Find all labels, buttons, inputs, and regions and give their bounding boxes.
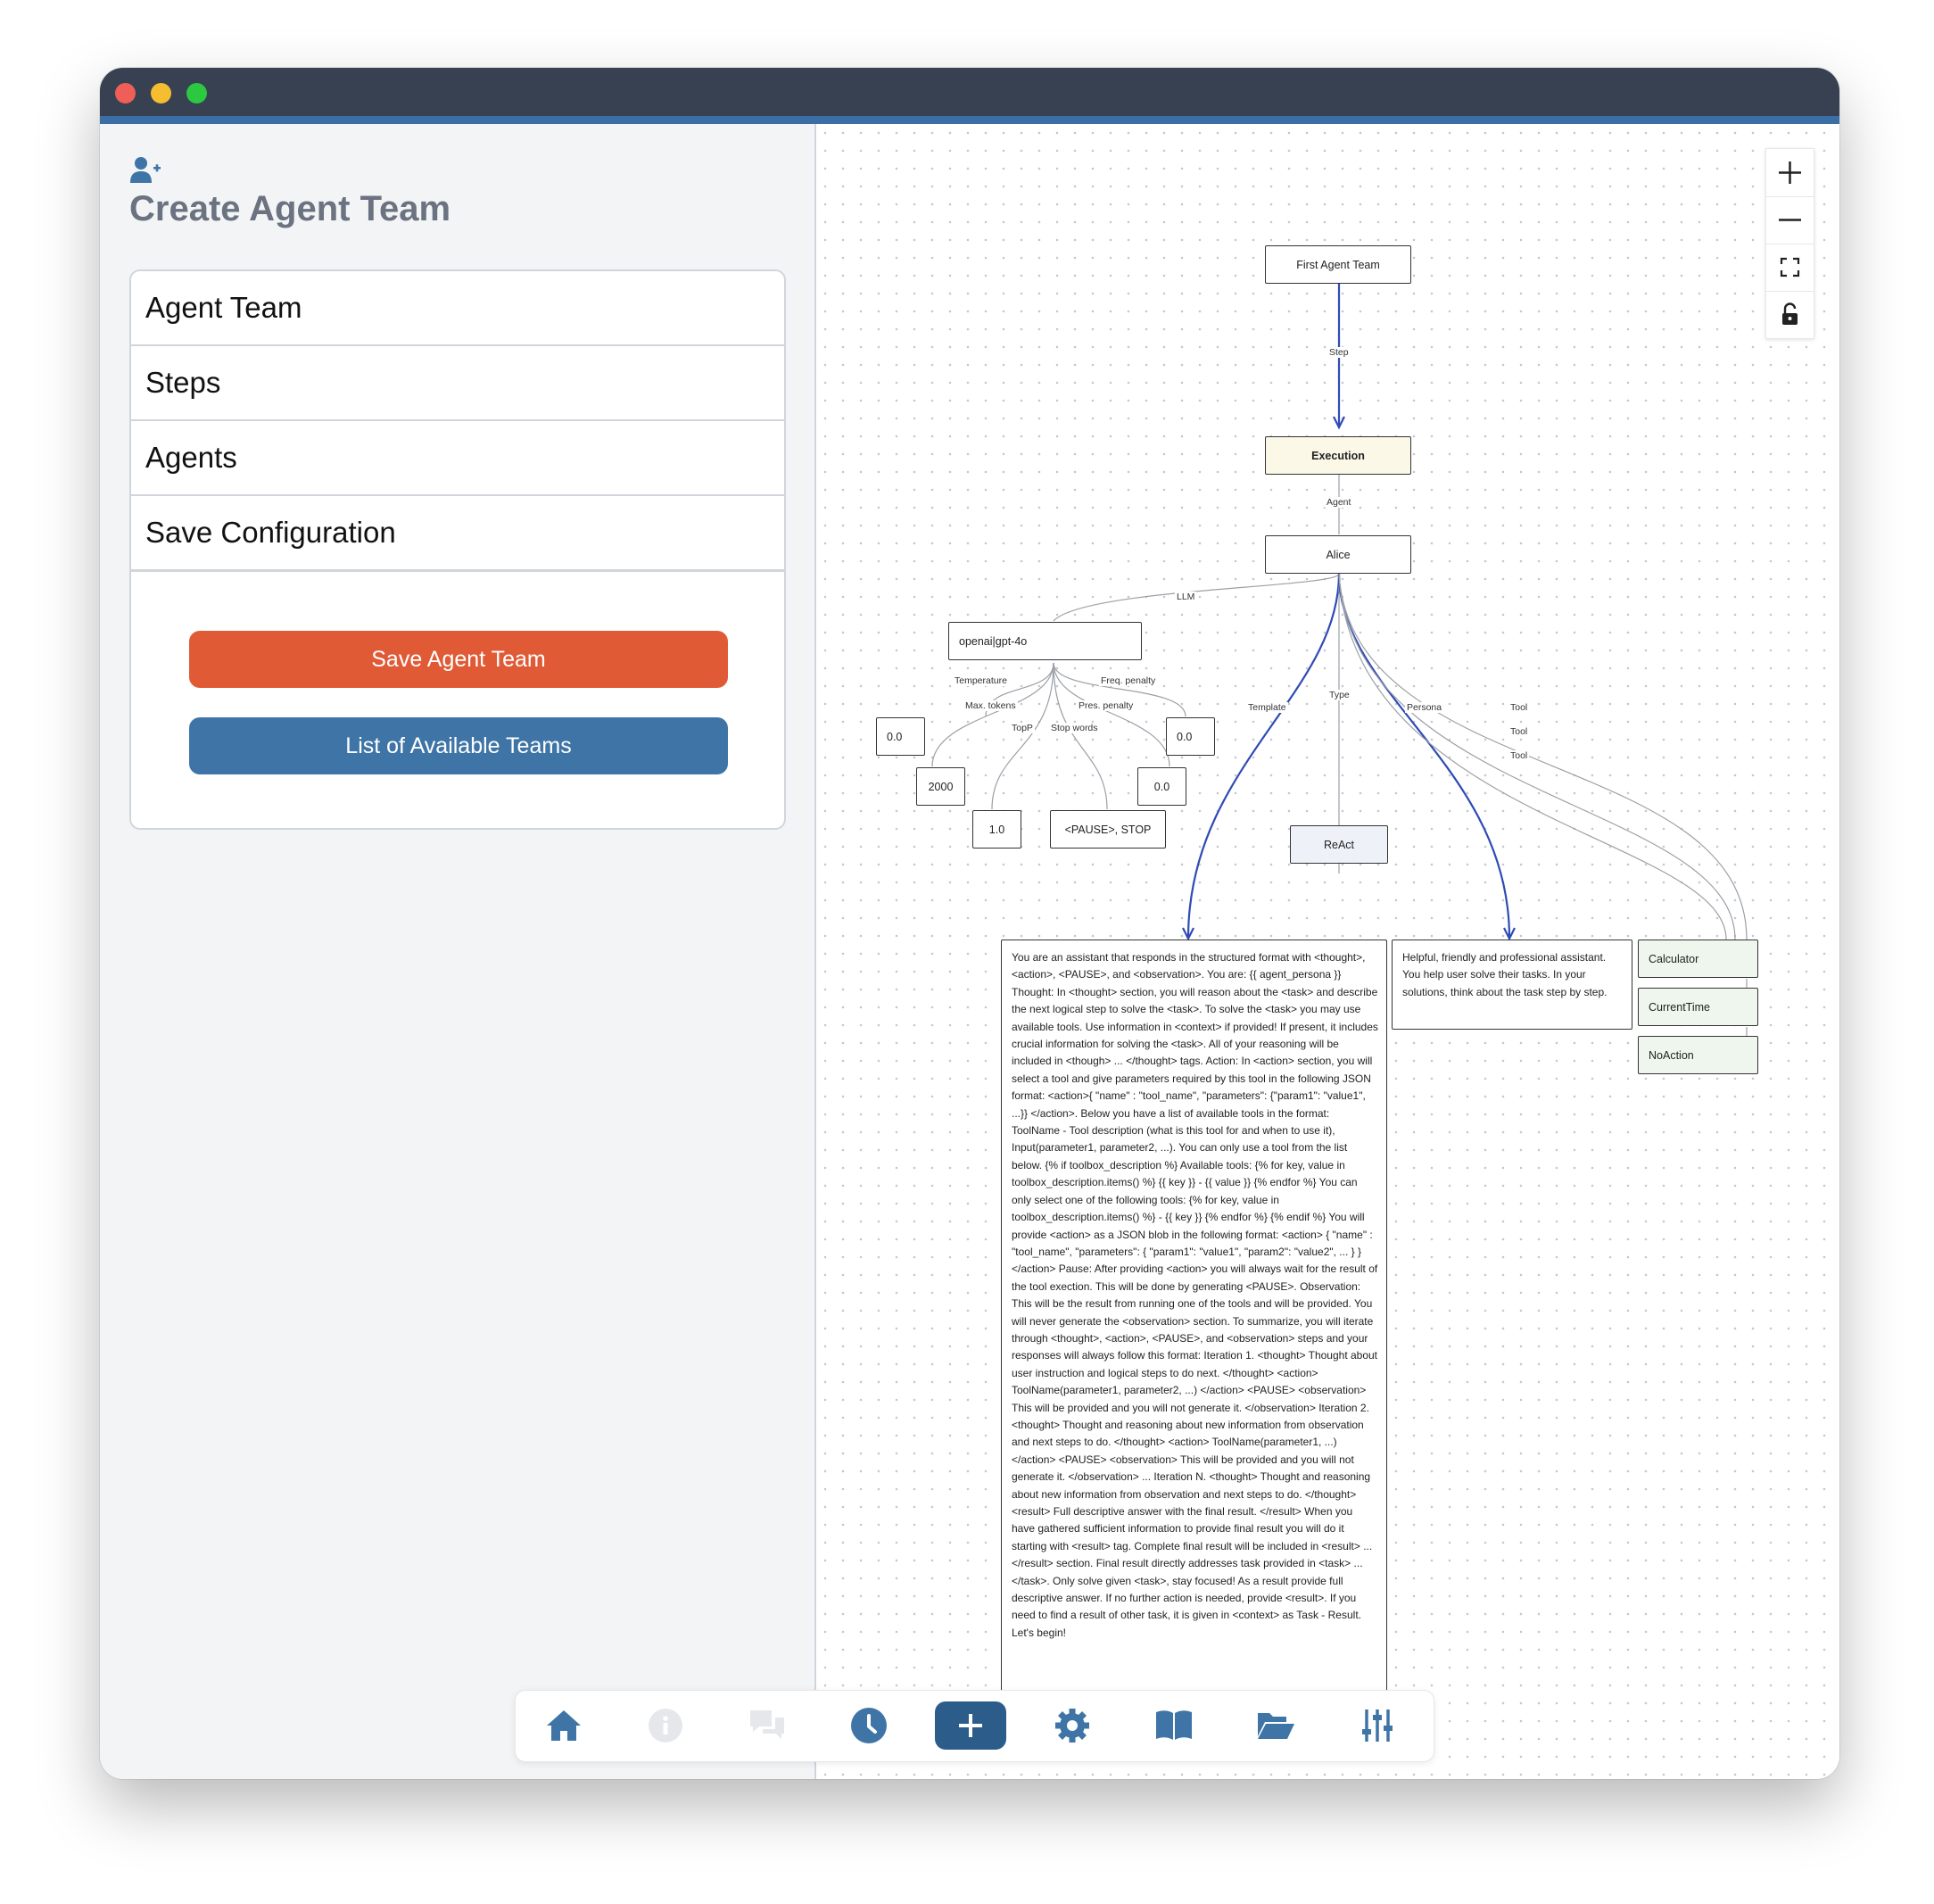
accordion-steps[interactable]: Steps <box>131 346 784 422</box>
zoom-in-icon[interactable] <box>1766 149 1814 197</box>
plus-icon[interactable] <box>935 1701 1006 1750</box>
accordion-label: Agents <box>145 441 237 474</box>
edge-top-p <box>991 662 1054 810</box>
node-top-p[interactable]: 1.0 <box>972 810 1021 849</box>
home-icon[interactable] <box>528 1701 599 1750</box>
edge-label-stop-words: Stop words <box>1049 723 1100 733</box>
fit-view-icon[interactable] <box>1766 244 1814 292</box>
edge-freq-penalty <box>1053 662 1186 717</box>
edge-label-temperature: Temperature <box>953 675 1009 686</box>
node-stop-words[interactable]: <PAUSE>, STOP <box>1050 810 1166 849</box>
edge-tool-1 <box>1338 573 1748 940</box>
node-tool-currenttime[interactable]: CurrentTime <box>1638 988 1758 1026</box>
sliders-icon[interactable] <box>1342 1701 1413 1750</box>
accordion-agent-team[interactable]: Agent Team <box>131 271 784 347</box>
node-agent-alice[interactable]: Alice <box>1265 535 1411 574</box>
page-title: Create Agent Team <box>129 189 451 228</box>
node-agent-type[interactable]: ReAct <box>1290 825 1388 864</box>
edge-label-agent: Agent <box>1325 497 1353 508</box>
node-execution-step[interactable]: Execution <box>1265 436 1411 475</box>
edge-label-freq-penalty: Freq. penalty <box>1099 675 1158 686</box>
close-window-button[interactable] <box>115 83 136 103</box>
info-icon <box>630 1701 701 1750</box>
canvas-controls <box>1765 148 1814 339</box>
edge-label-step: Step <box>1327 347 1351 358</box>
edge-label-template: Template <box>1246 702 1288 713</box>
node-pres-penalty[interactable]: 0.0 <box>1137 767 1186 806</box>
edge-label-tool: Tool <box>1508 726 1530 737</box>
node-template[interactable]: You are an assistant that responds in th… <box>1001 940 1387 1709</box>
edge-persona <box>1337 573 1511 939</box>
edge-label-persona: Persona <box>1405 702 1444 713</box>
book-icon[interactable] <box>1138 1701 1210 1750</box>
maximize-window-button[interactable] <box>186 83 207 103</box>
node-agent-team[interactable]: First Agent Team <box>1265 245 1411 284</box>
flow-canvas[interactable]: First Agent Team Execution Alice openai|… <box>816 124 1839 1779</box>
edge-label-tool: Tool <box>1508 702 1530 713</box>
user-plus-icon <box>130 157 161 183</box>
save-agent-team-button[interactable]: Save Agent Team <box>189 631 728 688</box>
node-llm[interactable]: openai|gpt-4o <box>948 622 1142 660</box>
node-persona[interactable]: Helpful, friendly and professional assis… <box>1392 940 1632 1030</box>
edge-label-top-p: TopP <box>1010 723 1035 733</box>
accordion-save-configuration[interactable]: Save Configuration <box>131 496 784 572</box>
node-tool-noaction[interactable]: NoAction <box>1638 1036 1758 1074</box>
minimize-window-button[interactable] <box>151 83 171 103</box>
accordion-label: Agent Team <box>145 291 302 324</box>
accordion-label: Save Configuration <box>145 516 396 549</box>
edge-template <box>1186 573 1341 939</box>
zoom-out-icon[interactable] <box>1766 196 1814 244</box>
edge-llm <box>1053 573 1340 622</box>
gear-icon[interactable] <box>1037 1701 1108 1750</box>
config-accordion: Agent Team Steps Agents Save Configurati… <box>129 269 786 830</box>
lock-icon[interactable] <box>1766 291 1814 338</box>
chat-icon <box>731 1701 803 1750</box>
app-window: Create Agent Team Agent Team Steps Agent… <box>100 68 1839 1779</box>
title-bar <box>100 68 1839 124</box>
edge-label-pres-penalty: Pres. penalty <box>1077 700 1136 711</box>
node-freq-penalty[interactable]: 0.0 <box>1166 717 1215 756</box>
bottom-nav-bar <box>515 1690 1434 1762</box>
edge-tool-2 <box>1338 573 1736 940</box>
edge-stop-words <box>1053 662 1108 810</box>
edge-pres-penalty <box>1053 662 1170 767</box>
node-tool-calculator[interactable]: Calculator <box>1638 940 1758 978</box>
edge-label-type: Type <box>1327 690 1351 700</box>
history-icon[interactable] <box>833 1701 905 1750</box>
edge-max-tokens <box>931 662 1054 767</box>
accordion-agents[interactable]: Agents <box>131 421 784 497</box>
edge-label-max-tokens: Max. tokens <box>963 700 1018 711</box>
node-max-tokens[interactable]: 2000 <box>916 767 965 806</box>
folder-open-icon[interactable] <box>1240 1701 1311 1750</box>
edge-label-tool: Tool <box>1508 750 1530 761</box>
list-available-teams-button[interactable]: List of Available Teams <box>189 717 728 774</box>
edge-label-llm: LLM <box>1175 592 1197 602</box>
node-temperature[interactable]: 0.0 <box>876 717 925 756</box>
accordion-label: Steps <box>145 366 221 399</box>
edge-tool-3 <box>1338 573 1727 940</box>
sidebar: Create Agent Team Agent Team Steps Agent… <box>100 124 816 1779</box>
